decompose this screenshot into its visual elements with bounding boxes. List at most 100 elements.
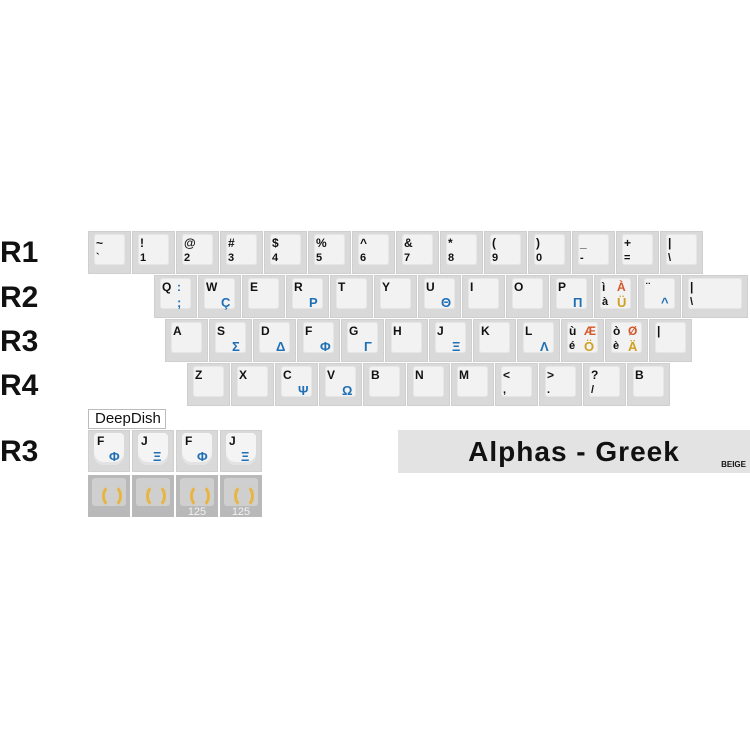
legend-br: Φ bbox=[197, 449, 208, 464]
legend-bl: è bbox=[613, 340, 620, 352]
keycap-top bbox=[182, 234, 213, 265]
legend-tl: ì bbox=[602, 280, 606, 294]
modifier-keycap bbox=[132, 475, 174, 517]
legend-br: Θ bbox=[441, 295, 452, 310]
keycap-top bbox=[160, 278, 191, 309]
keycap: | bbox=[649, 319, 692, 362]
legend-tl: ) bbox=[536, 236, 540, 250]
keycap-top bbox=[281, 366, 312, 397]
legend-tl: A bbox=[173, 324, 182, 338]
keycap: >. bbox=[539, 363, 582, 406]
legend-tl: % bbox=[316, 236, 327, 250]
modifier-keycap: 125 bbox=[220, 475, 262, 518]
legend-tl: Q bbox=[162, 280, 172, 294]
legend-bl: 8 bbox=[448, 252, 455, 264]
keycap-top bbox=[138, 433, 168, 465]
legend-br: Ψ bbox=[298, 383, 309, 398]
keycap-top bbox=[336, 278, 367, 309]
legend-tl: & bbox=[404, 236, 413, 250]
legend-tl: _ bbox=[580, 236, 587, 250]
keycap: += bbox=[616, 231, 659, 274]
keycap-top bbox=[611, 322, 642, 353]
legend-tl: ù bbox=[569, 324, 577, 338]
keycap-top bbox=[347, 322, 378, 353]
keycap-top bbox=[655, 322, 686, 353]
legend-tl: # bbox=[228, 236, 235, 250]
keycap: ?/ bbox=[583, 363, 626, 406]
legend-tl: I bbox=[470, 280, 474, 294]
keycap: &7 bbox=[396, 231, 439, 274]
keycap: ~` bbox=[88, 231, 131, 274]
keycap: (9 bbox=[484, 231, 527, 274]
keycap-top bbox=[479, 322, 510, 353]
legend-br: Ξ bbox=[452, 339, 461, 354]
legend-tl: P bbox=[558, 280, 567, 294]
legend-tl: R bbox=[294, 280, 303, 294]
legend-tl: V bbox=[327, 368, 336, 382]
keycap: K bbox=[473, 319, 516, 362]
keycap-top bbox=[94, 433, 124, 465]
legend-br: Ξ bbox=[241, 449, 250, 464]
legend-br: Σ bbox=[232, 339, 240, 354]
legend-tl: F bbox=[305, 324, 313, 338]
legend-tl: ~ bbox=[96, 236, 104, 250]
legend-tl: | bbox=[690, 280, 694, 294]
keycap-top bbox=[180, 478, 214, 508]
keycap-top bbox=[468, 278, 499, 309]
legend-tl: O bbox=[514, 280, 524, 294]
legend-bl: \ bbox=[668, 252, 672, 264]
keycap-top bbox=[226, 234, 257, 265]
keycap-top bbox=[413, 366, 444, 397]
legend-bl: 0 bbox=[536, 252, 543, 264]
legend-tl: N bbox=[415, 368, 424, 382]
legend-tl: T bbox=[338, 280, 346, 294]
legend-tr: : bbox=[177, 280, 181, 294]
keycap-top bbox=[435, 322, 466, 353]
legend-tl: @ bbox=[184, 236, 196, 250]
keycap: N bbox=[407, 363, 450, 406]
legend-tl: H bbox=[393, 324, 402, 338]
keycap-top bbox=[644, 278, 675, 309]
legend-br: ; bbox=[177, 295, 182, 310]
legend-tl: C bbox=[283, 368, 292, 382]
keycap-top bbox=[457, 366, 488, 397]
keycap: #3 bbox=[220, 231, 263, 274]
row-label-r3: R3 bbox=[0, 325, 39, 358]
legend-tl: + bbox=[624, 236, 632, 250]
keycap-top bbox=[138, 234, 169, 265]
legend-bl: / bbox=[591, 384, 595, 396]
legend-tl: > bbox=[547, 368, 555, 382]
keycap-top bbox=[446, 234, 477, 265]
legend-bl: ` bbox=[96, 252, 100, 264]
keycap: )0 bbox=[528, 231, 571, 274]
keycap-top bbox=[224, 478, 258, 508]
keycap: <, bbox=[495, 363, 538, 406]
keycap-top bbox=[314, 234, 345, 265]
legend-tl: | bbox=[668, 236, 672, 250]
legend-br: Φ bbox=[320, 339, 331, 354]
legend-tl: J bbox=[229, 434, 236, 448]
ring-logo-icon bbox=[190, 484, 210, 508]
keycap: T bbox=[330, 275, 373, 318]
keycap-top bbox=[358, 234, 389, 265]
legend-br: Ç bbox=[221, 295, 231, 310]
keycap-top bbox=[237, 366, 268, 397]
legend-tl: Y bbox=[382, 280, 391, 294]
legend-tl: B bbox=[635, 368, 644, 382]
ring-logo-icon bbox=[102, 484, 122, 508]
row-label-r4: R4 bbox=[0, 369, 39, 402]
legend-tl: Z bbox=[195, 368, 203, 382]
legend-br: Ξ bbox=[153, 449, 162, 464]
keycap: B bbox=[627, 363, 670, 406]
keycap-top bbox=[171, 322, 202, 353]
